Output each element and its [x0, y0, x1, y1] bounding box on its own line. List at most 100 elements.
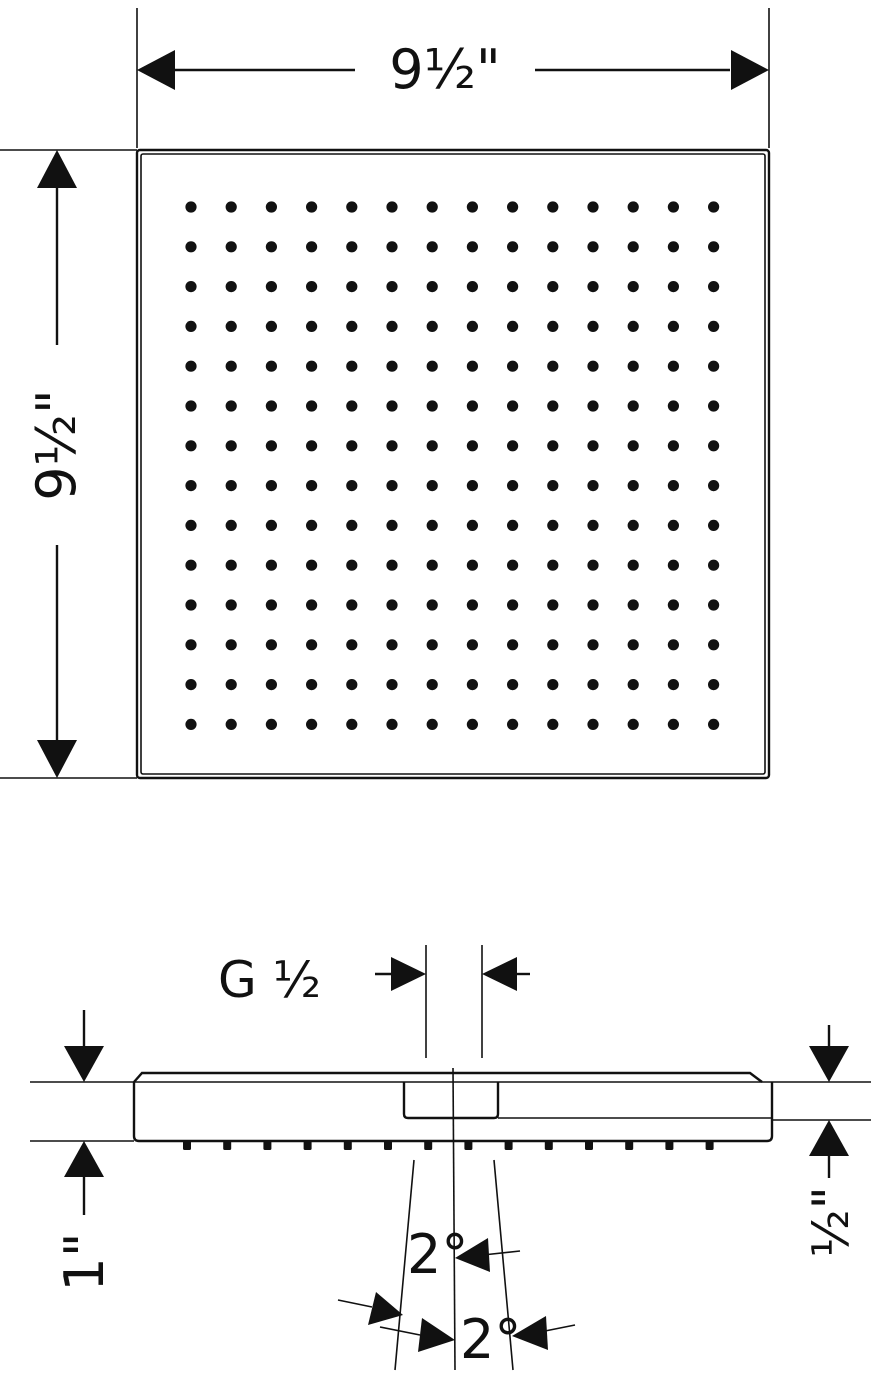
- nozzle: [667, 599, 680, 611]
- nozzle: [506, 320, 519, 332]
- nozzle: [708, 400, 720, 412]
- nozzle: [627, 241, 639, 253]
- nozzle: [506, 241, 519, 253]
- nozzle: [185, 400, 197, 412]
- nozzle: [708, 519, 720, 532]
- nozzle: [708, 559, 720, 571]
- nozzle: [587, 241, 599, 253]
- spray-angle-upper-leader: [482, 1250, 521, 1256]
- nozzle: [426, 679, 438, 691]
- width-label: 9½": [389, 38, 501, 101]
- nozzle-grid: [185, 201, 720, 731]
- nozzle: [426, 599, 438, 611]
- nozzle: [386, 559, 398, 571]
- rim-label: ½": [802, 1186, 860, 1257]
- side-nozzle: [625, 1141, 634, 1150]
- nozzle: [587, 519, 599, 532]
- top-view: 9½" 9½": [0, 8, 771, 780]
- nozzle: [708, 440, 720, 452]
- nozzle: [667, 679, 680, 691]
- nozzle: [587, 559, 599, 571]
- nozzle: [627, 201, 639, 213]
- nozzle: [587, 718, 599, 731]
- spray-angle-lower-arrow-mid: [418, 1318, 455, 1352]
- nozzle: [185, 320, 197, 332]
- nozzle: [506, 440, 519, 452]
- nozzle: [386, 400, 398, 412]
- nozzle: [346, 320, 358, 332]
- nozzle: [466, 559, 478, 571]
- nozzle: [547, 440, 559, 452]
- nozzle: [346, 241, 358, 253]
- nozzle: [306, 241, 318, 253]
- nozzle: [506, 519, 519, 532]
- nozzle: [265, 241, 277, 253]
- connection-recess: [402, 1082, 500, 1120]
- side-nozzle: [384, 1141, 392, 1150]
- nozzle: [426, 400, 438, 412]
- height-label: 9½": [25, 389, 88, 501]
- nozzle: [185, 679, 197, 691]
- side-nozzle: [544, 1141, 553, 1150]
- side-nozzle: [585, 1141, 593, 1150]
- nozzle: [185, 201, 197, 213]
- side-nozzle: [343, 1141, 352, 1150]
- nozzle: [346, 599, 358, 611]
- nozzle: [466, 519, 478, 532]
- height-arrow-top: [37, 150, 77, 188]
- nozzle: [466, 400, 478, 412]
- nozzle: [667, 718, 680, 731]
- side-view: G ½ 1" ½" 2°: [30, 945, 871, 1371]
- nozzle: [466, 320, 478, 332]
- nozzle: [346, 679, 358, 691]
- nozzle: [466, 241, 478, 253]
- nozzle: [225, 718, 237, 731]
- nozzle: [587, 440, 599, 452]
- nozzle: [667, 360, 680, 372]
- nozzle: [466, 639, 478, 651]
- nozzle: [265, 559, 277, 571]
- shower-top-plate: [133, 1071, 763, 1083]
- nozzle: [386, 201, 398, 213]
- nozzle: [386, 480, 398, 492]
- nozzle: [386, 360, 398, 372]
- nozzle: [547, 718, 559, 731]
- nozzle: [627, 440, 639, 452]
- nozzle: [708, 360, 720, 372]
- nozzle: [547, 639, 559, 651]
- nozzle: [426, 718, 438, 731]
- nozzle: [225, 241, 237, 253]
- side-nozzle: [705, 1141, 714, 1150]
- nozzle: [627, 400, 639, 412]
- nozzle: [225, 599, 237, 611]
- nozzle: [265, 360, 277, 372]
- nozzle: [306, 519, 318, 532]
- nozzle: [225, 480, 237, 492]
- nozzle: [547, 480, 559, 492]
- nozzle: [306, 360, 318, 372]
- nozzle: [386, 519, 398, 532]
- connection-label: G ½: [218, 951, 321, 1009]
- nozzle: [466, 281, 478, 293]
- nozzle: [587, 281, 599, 293]
- spray-angle-lower-leader-mid: [379, 1326, 421, 1336]
- nozzle: [426, 360, 438, 372]
- nozzle: [346, 718, 358, 731]
- nozzle: [587, 480, 599, 492]
- nozzle: [627, 679, 639, 691]
- nozzle: [185, 440, 197, 452]
- nozzle: [185, 519, 197, 532]
- nozzle: [265, 639, 277, 651]
- nozzle: [547, 599, 559, 611]
- shower-plate-inner-edge: [140, 153, 766, 775]
- nozzle: [225, 400, 237, 412]
- nozzle: [708, 679, 720, 691]
- nozzle: [426, 480, 438, 492]
- nozzle: [667, 519, 680, 532]
- nozzle: [386, 718, 398, 731]
- nozzle: [306, 440, 318, 452]
- side-nozzle: [223, 1141, 232, 1150]
- nozzle: [225, 639, 237, 651]
- nozzle: [185, 241, 197, 253]
- nozzle: [587, 320, 599, 332]
